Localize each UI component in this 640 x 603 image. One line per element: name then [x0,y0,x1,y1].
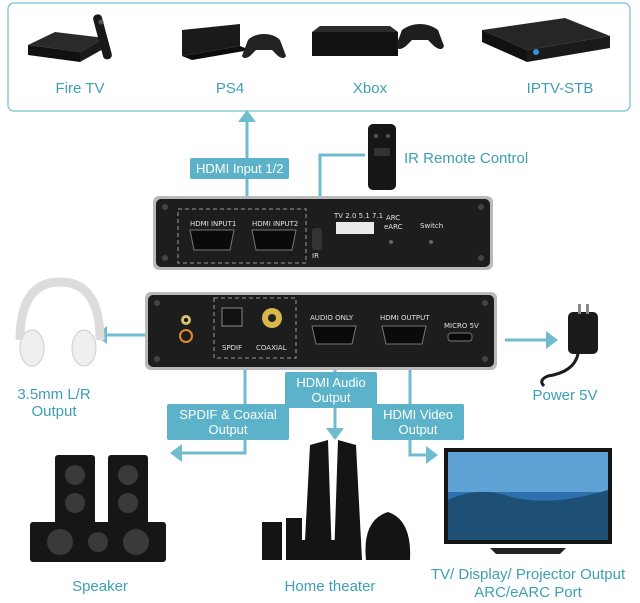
hdmi-input2-port [251,229,297,251]
speaker-image [30,455,166,562]
headphones-image [15,277,105,367]
speaker-label: Speaker [72,578,128,595]
hdmi-input-tag: HDMI Input 1/2 [190,158,290,179]
spdif-label: SPDIF [222,344,243,352]
ir-remote-device [368,124,396,190]
hdmi-input1-label: HDMI INPUT1 [190,220,237,228]
back-panel-device [145,292,497,370]
iptv-label: IPTV-STB [526,80,594,97]
micro5v-label: MICRO 5V [444,322,479,330]
hdmi-audio-tag: HDMI Audio Output [285,372,377,408]
power-adapter-image [540,304,598,388]
hdmi-input1-port [189,229,235,251]
spdif-coaxial-tag: SPDIF & Coaxial Output [167,404,289,440]
fire-tv-label: Fire TV [55,80,105,97]
hdmi-inputs-dashed-box [177,208,307,264]
ps4-label: PS4 [215,80,245,97]
earc-label: eARC [384,223,403,231]
audio-only-label: AUDIO ONLY [310,314,354,322]
headphones-output-label: 3.5mm L/R Output [17,386,91,420]
coaxial-label: COAXIAL [256,344,287,352]
ir-sensor [312,228,322,250]
home-theater-image [262,440,411,560]
hdmi-output-label: HDMI OUTPUT [380,314,430,322]
power-label: Power 5V [532,387,598,404]
channel-dip-switch [336,222,368,234]
switch-label: Switch [420,222,444,230]
hdmi-video-tag: HDMI Video Output [372,404,464,440]
ps4-device [182,24,286,60]
audio-only-port [311,325,357,345]
sources-frame [7,2,631,112]
arc-label: ARC [386,214,401,222]
home-theater-label: Home theater [284,578,376,595]
front-panel-device [153,196,493,270]
ir-remote-label: IR Remote Control [404,150,529,167]
xbox-device [312,24,444,56]
tv-output-label: TV/ Display/ Projector Output ARC/eARC P… [430,566,626,601]
spdif-port [221,307,243,327]
channels-label: TV 2.0 5.1 7.1 [334,212,384,220]
iptv-device [482,18,610,62]
xbox-label: Xbox [352,80,388,97]
micro5v-port [447,332,473,342]
ir-label: IR [312,252,319,260]
hdmi-output-port [381,325,427,345]
tv-image [444,448,612,554]
hdmi-input2-label: HDMI INPUT2 [252,220,299,228]
fire-tv-device [28,14,112,62]
